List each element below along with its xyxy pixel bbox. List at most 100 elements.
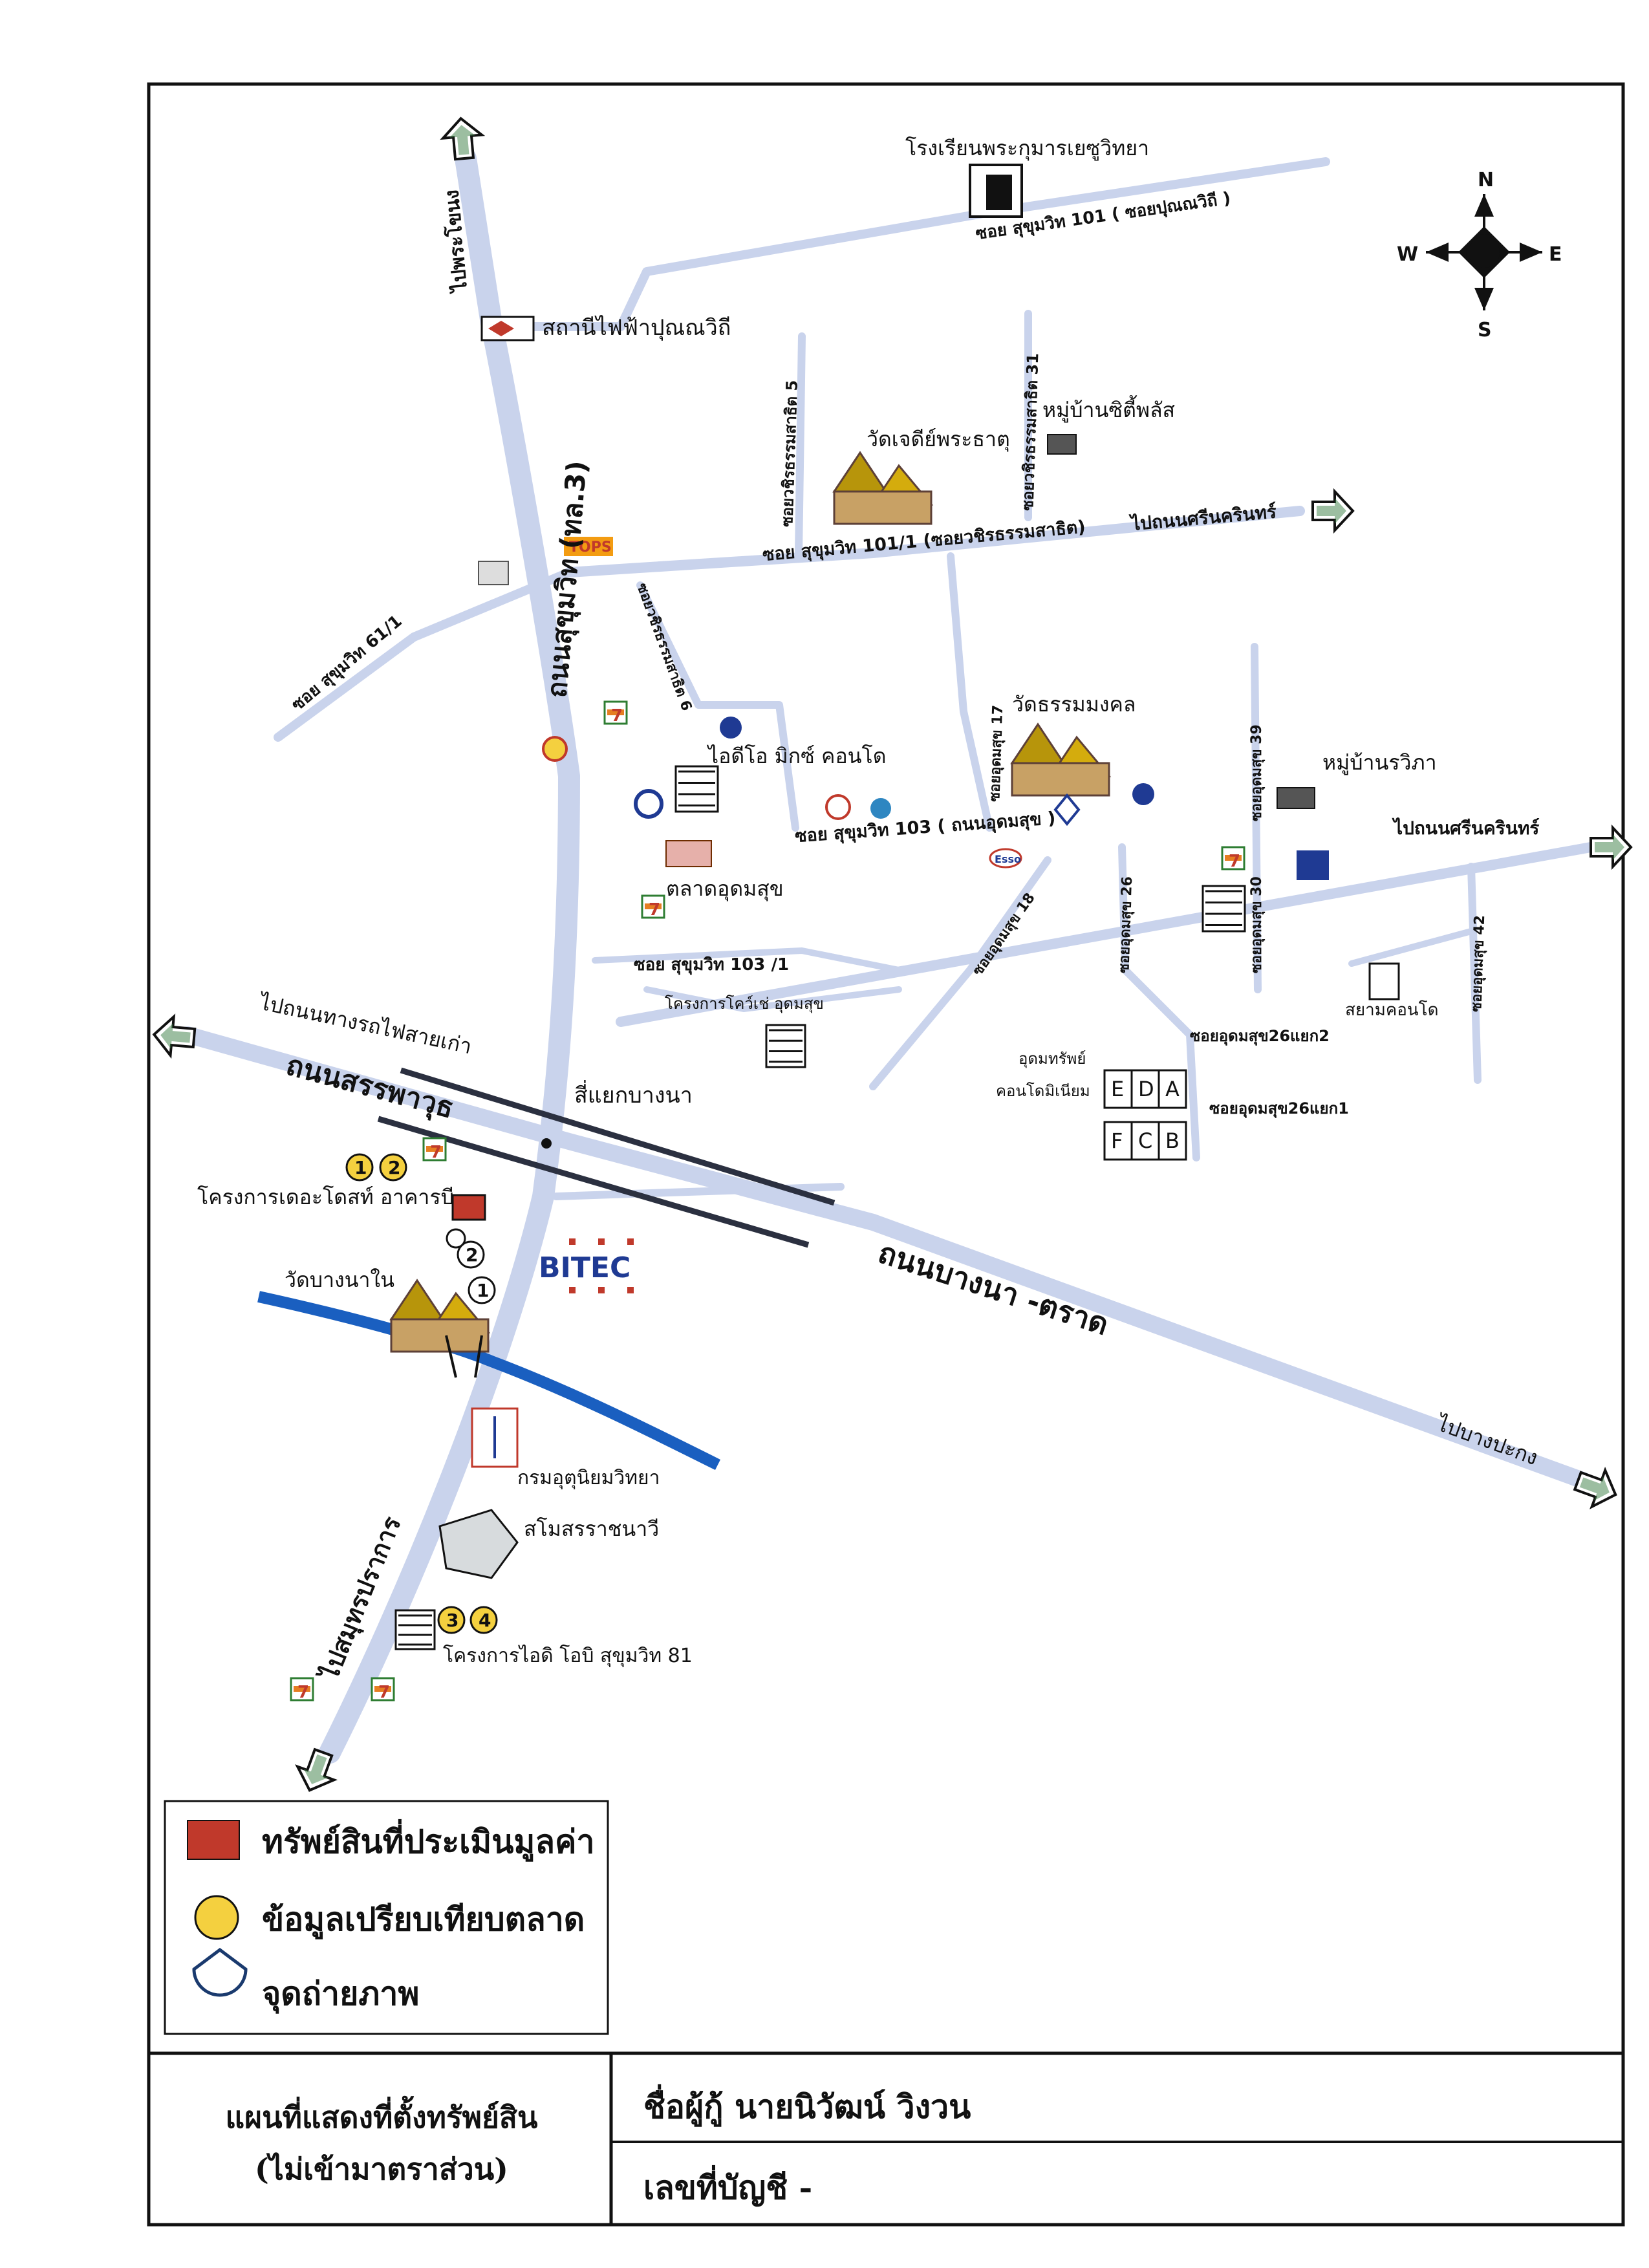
bitec-dot bbox=[569, 1287, 576, 1293]
condo-block-label-F: F bbox=[1111, 1129, 1123, 1153]
soi-udom-39 bbox=[1251, 643, 1262, 993]
compass-s-arrow bbox=[1474, 288, 1494, 310]
esso-text: Esso bbox=[995, 853, 1021, 865]
label-viphaa: หมู่บ้านรวิภา bbox=[1322, 750, 1437, 775]
idio-condo-icon bbox=[674, 765, 719, 813]
seven-eleven-band bbox=[607, 709, 624, 715]
bangna-trat-road bbox=[179, 1026, 1593, 1489]
tops-text: TOPS bbox=[569, 539, 612, 556]
photo-point-1 bbox=[468, 1276, 496, 1304]
seven-eleven-number: 7 bbox=[1229, 852, 1240, 871]
sukhumvit-road bbox=[319, 147, 580, 1764]
arrow-samutprakan-fill bbox=[303, 1754, 329, 1784]
label-navy-club: สโมสรราชนาวี bbox=[524, 1517, 659, 1541]
photo-point-2 bbox=[457, 1240, 485, 1269]
temple-base bbox=[390, 1318, 490, 1353]
label-udom-condo-2: คอนโดมิเนียม bbox=[996, 1082, 1090, 1100]
footer-borrower: ชื่อผู้กู้ นายนิวัฒน์ วิงวน bbox=[643, 2084, 971, 2127]
bank-square-icon bbox=[1297, 850, 1329, 880]
seven-eleven-number: 7 bbox=[611, 706, 623, 726]
compass-w-arrow bbox=[1426, 243, 1449, 262]
legend-market-swatch bbox=[194, 1895, 239, 1940]
shell-icon bbox=[542, 736, 568, 762]
seven-eleven-icon-2: 7 bbox=[641, 894, 665, 920]
ideo81-building-icon bbox=[394, 1609, 436, 1650]
legend-box: ทรัพย์สินที่ประเมินมูลค่า ข้อมูลเปรียบเท… bbox=[164, 1800, 609, 2035]
arrow-old-railway-fill bbox=[160, 1023, 191, 1049]
compass-w: W bbox=[1397, 243, 1418, 266]
seven-eleven-number: 7 bbox=[297, 1683, 309, 1702]
sukhumvit-103 bbox=[616, 842, 1596, 1027]
soi-103-1 bbox=[592, 947, 902, 973]
label-idio: ไอดีโอ มิกซ์ คอนโด bbox=[706, 744, 887, 768]
bitec-logo bbox=[569, 1238, 634, 1293]
subject-property-marker bbox=[451, 1194, 486, 1221]
soi-103-1b bbox=[643, 986, 902, 1012]
arrow-samutprakan bbox=[295, 1747, 338, 1792]
seven-eleven-band bbox=[294, 1686, 310, 1692]
label-market: ตลาดอุดมสุข bbox=[666, 876, 784, 902]
condo-icon-30 bbox=[1202, 885, 1246, 933]
arrow-bangpakong bbox=[1573, 1466, 1617, 1509]
building-body bbox=[674, 765, 719, 813]
condo-block-A bbox=[1158, 1069, 1187, 1109]
label-soi-26-1: ซอยอุดมสุข26แยก1 bbox=[1209, 1099, 1349, 1119]
label-soi-udom-30: ซอยอุดมสุข 30 bbox=[1249, 876, 1266, 973]
bitec-text: BITEC bbox=[539, 1251, 630, 1284]
compass-center bbox=[1458, 226, 1510, 278]
tops-icon: TOPS bbox=[564, 537, 613, 556]
seven-eleven-band bbox=[426, 1146, 443, 1152]
siam-condo-icon bbox=[1368, 962, 1400, 1000]
label-wat-dhamma: วัดธรรมมงคล bbox=[1012, 692, 1136, 717]
arrow-to-prakanong bbox=[440, 116, 486, 161]
project-udom-building-icon bbox=[765, 1024, 806, 1068]
school-icon bbox=[969, 164, 1023, 218]
wat-dhamma-icon bbox=[1010, 722, 1112, 797]
market-icon bbox=[665, 840, 712, 867]
market-data-4-num: 4 bbox=[479, 1610, 491, 1631]
compass: N S E W bbox=[1397, 169, 1562, 341]
label-project-rb: โครงการเดอะโดสท์ อาคารบี bbox=[197, 1185, 454, 1209]
label-soi-udom-39: ซอยอุดมสุข 39 bbox=[1249, 724, 1266, 821]
building-body bbox=[1202, 885, 1246, 933]
river bbox=[257, 1291, 721, 1471]
legend-market-label: ข้อมูลเปรียบเทียบตลาด bbox=[262, 1900, 585, 1939]
soi-udom-17 bbox=[947, 552, 993, 832]
temple-base bbox=[833, 490, 932, 525]
elevated-roads bbox=[377, 1067, 835, 1248]
arrow-srinakarin-2 bbox=[1590, 824, 1633, 870]
bts-mark bbox=[488, 321, 514, 336]
viphaa-village-icon bbox=[1277, 787, 1315, 809]
label-udom-condo-1: อุดมทรัพย์ bbox=[1018, 1050, 1086, 1068]
market-data-3 bbox=[437, 1606, 466, 1634]
condo-block-label-B: B bbox=[1165, 1129, 1180, 1153]
pin-icon-2 bbox=[720, 717, 742, 739]
photo-point-extra bbox=[446, 1228, 466, 1249]
footer-account: เลขที่บัญชี - bbox=[643, 2165, 812, 2207]
market-data-2 bbox=[379, 1153, 407, 1182]
mall-icon bbox=[478, 561, 509, 585]
ptt-station-icon bbox=[1053, 793, 1081, 826]
soi-wachira-6 bbox=[636, 581, 799, 832]
market-data-2-num: 2 bbox=[388, 1157, 400, 1178]
condo-block-label-A: A bbox=[1165, 1077, 1180, 1101]
bitec-dot bbox=[627, 1238, 634, 1245]
legend-photo-swatch bbox=[192, 1947, 248, 1997]
citiplus-village-icon bbox=[1047, 434, 1077, 455]
seven-eleven-icon-1: 7 bbox=[603, 700, 628, 726]
legend-property-swatch bbox=[187, 1820, 240, 1860]
school-building bbox=[986, 175, 1012, 210]
kbank-icon bbox=[825, 794, 851, 820]
label-meteo: กรมอุตุนิยมวิทยา bbox=[517, 1467, 660, 1490]
label-soi-26-2: ซอยอุดมสุข26แยก2 bbox=[1190, 1027, 1330, 1046]
bitec-dot bbox=[598, 1287, 605, 1293]
soi-101 bbox=[487, 157, 1330, 331]
ptt-icon bbox=[870, 798, 891, 819]
label-soi-103-1: ซอย สุขุมวิท 103 /1 bbox=[634, 955, 789, 975]
building-body bbox=[394, 1609, 436, 1650]
soi-wachira-5 bbox=[795, 332, 806, 557]
bank-icon bbox=[634, 789, 663, 819]
condo-block-label-D: D bbox=[1138, 1077, 1154, 1101]
seven-eleven-band bbox=[1225, 855, 1242, 861]
